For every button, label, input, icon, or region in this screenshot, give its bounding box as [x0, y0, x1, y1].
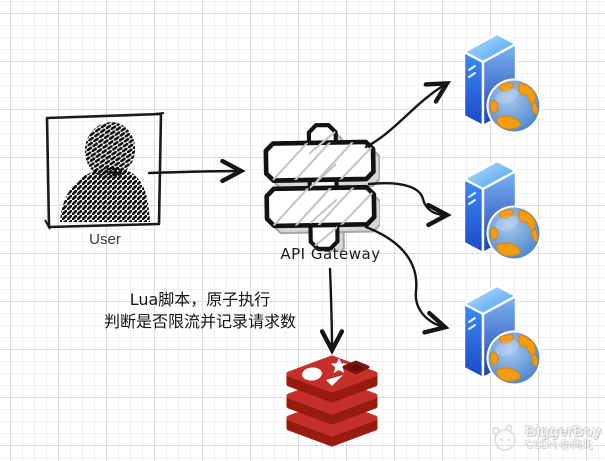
web-server-globe-icon	[464, 284, 543, 387]
watermark-subtitle: CSDN @问北	[525, 439, 593, 452]
sketch-face-icon	[492, 424, 517, 451]
watermark-title: BiggerBoy	[525, 423, 601, 441]
edge-note-line2: 判断是否限流并记录请求数	[103, 312, 296, 331]
user-silhouette-icon	[44, 112, 165, 230]
edge-note-line1: Lua脚本，原子执行	[129, 290, 271, 309]
web-server-globe-icon	[464, 159, 543, 262]
edge-note: Lua脚本，原子执行 判断是否限流并记录请求数	[88, 289, 312, 333]
user-label: User	[89, 231, 121, 248]
arrow-gateway-to-server2	[367, 182, 446, 215]
web-server-globe-icon	[464, 32, 543, 135]
arrow-gateway-to-redis	[330, 267, 332, 349]
api-gateway-hash-icon	[263, 122, 380, 252]
api-gateway-label: API Gateway	[280, 245, 381, 263]
redis-database-icon	[286, 355, 378, 447]
watermark: BiggerBoy CSDN @问北	[487, 421, 601, 455]
